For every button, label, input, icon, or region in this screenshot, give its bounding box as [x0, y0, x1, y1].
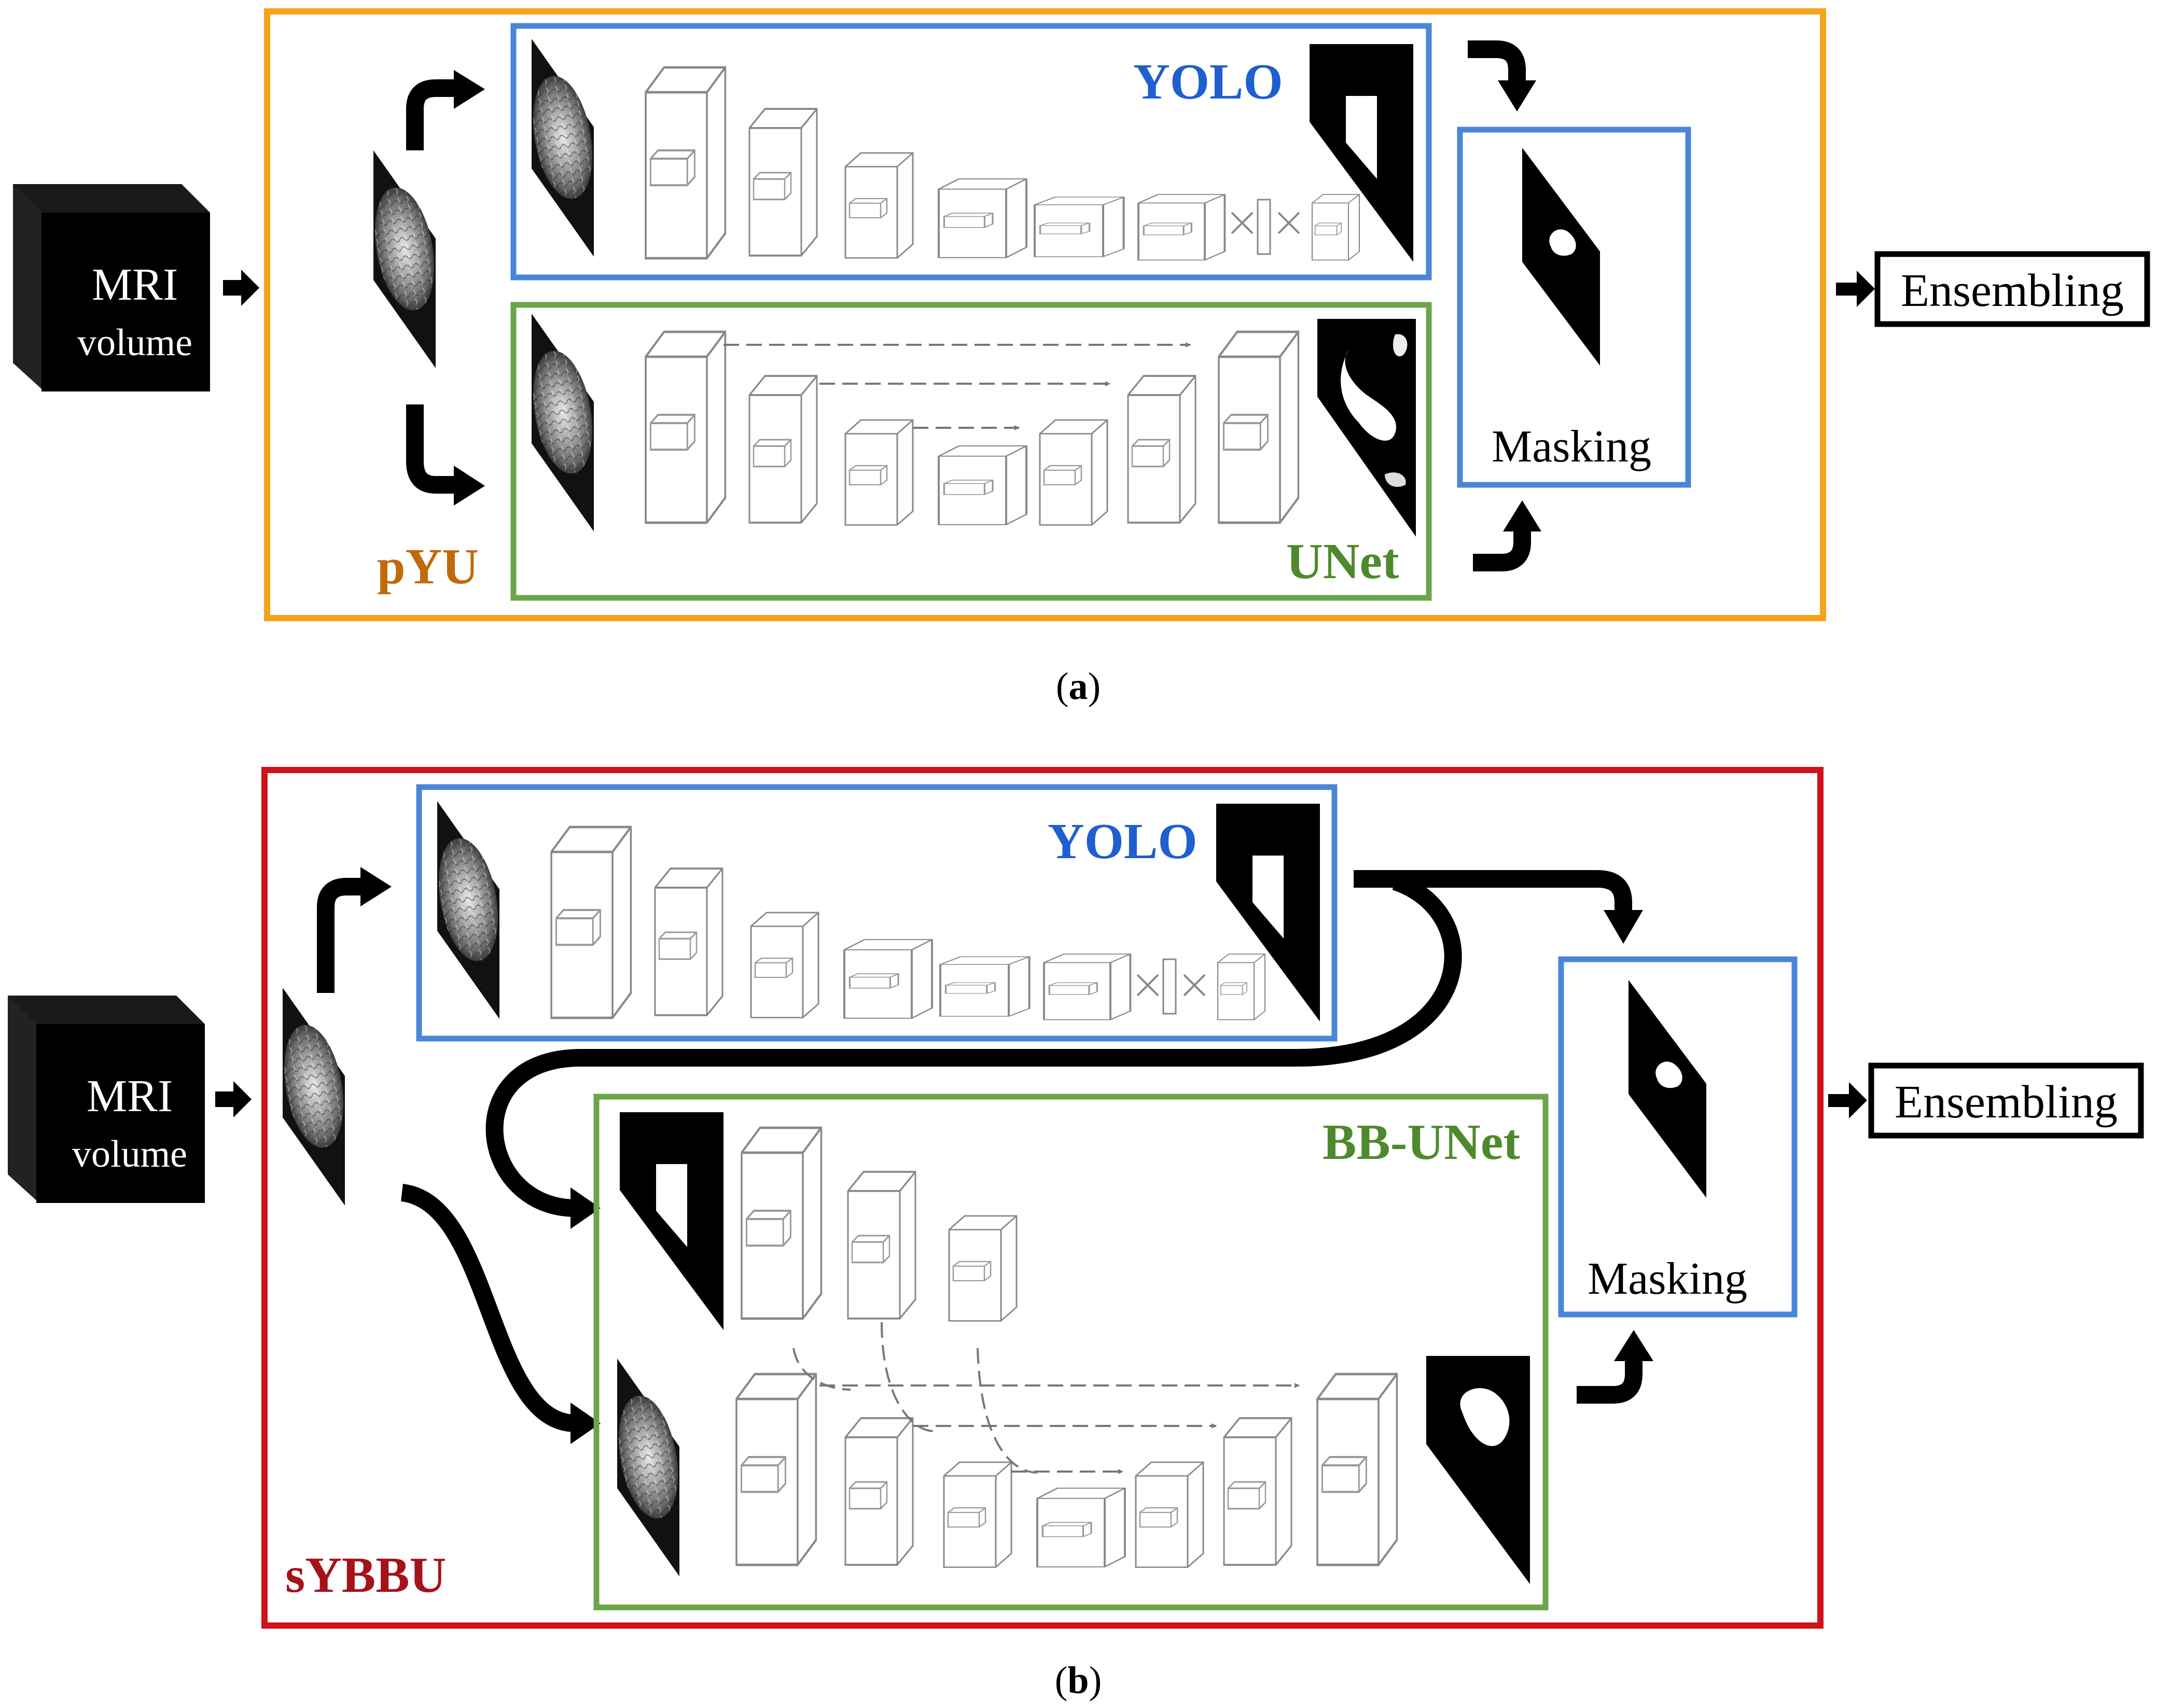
network-layer-block-icon	[1043, 953, 1132, 1021]
bbunet-frame	[593, 1094, 1549, 1611]
network-layer-block-icon	[748, 375, 818, 524]
network-layer-block-icon	[844, 419, 914, 526]
network-layer-block-icon	[1036, 1487, 1126, 1568]
panel-a: MRI volume pYU YOLO UNet	[13, 8, 2150, 708]
masking-frame-b	[1558, 956, 1798, 1318]
flow-arrow-icon	[1828, 1082, 1867, 1118]
network-layer-block-icon	[938, 178, 1027, 259]
flow-arrow-icon	[1836, 271, 1875, 307]
flow-arrow-icon	[406, 404, 456, 494]
flow-arrow-icon	[1354, 870, 1632, 913]
sybbu-frame	[261, 767, 1824, 1629]
network-layer-block-icon	[847, 1171, 916, 1320]
mri-cube-icon: MRI volume	[13, 184, 210, 391]
bbunet-label: BB-UNet	[1323, 1114, 1520, 1170]
network-layer-block-icon	[1311, 193, 1360, 261]
network-layer-block-icon	[1135, 1461, 1204, 1568]
mri-label-line2-b: volume	[72, 1133, 187, 1175]
tumor-mask-icon	[1629, 980, 1706, 1198]
masking-label-a: Masking	[1492, 422, 1651, 472]
network-layer-block-icon	[551, 827, 631, 1018]
network-layer-block-icon	[1039, 419, 1108, 526]
mri-slice-icon	[366, 150, 443, 368]
network-layer-block-icon	[1127, 375, 1196, 524]
network-layer-block-icon	[938, 445, 1027, 526]
flow-arrow-icon	[485, 873, 1462, 1217]
network-layer-block-icon	[939, 956, 1031, 1017]
mri-slice-icon	[524, 39, 602, 257]
network-layer-block-icon	[844, 1417, 914, 1566]
flow-arrow-icon	[1473, 529, 1531, 571]
ensembling-label-a: Ensembling	[1901, 265, 2124, 316]
network-layer-block-icon	[948, 1215, 1018, 1322]
unet-frame	[510, 302, 1432, 601]
panel-b: MRI volume sYBBU YOLO	[8, 767, 2144, 1702]
yolo-frame-b	[416, 784, 1338, 1042]
network-layer-block-icon	[844, 152, 914, 259]
network-layer-block-icon	[646, 67, 725, 258]
flow-arrow-icon	[1577, 1359, 1643, 1404]
ensembling-box-a	[1874, 251, 2150, 327]
network-layer-block-icon	[750, 912, 819, 1018]
masking-label-b: Masking	[1588, 1254, 1747, 1304]
mri-slice-icon	[524, 314, 602, 531]
yolo-label-a: YOLO	[1133, 54, 1283, 110]
mri-label-line2: volume	[77, 321, 192, 364]
unet-label-a: UNet	[1286, 534, 1399, 590]
mri-slice-icon	[609, 1359, 687, 1576]
network-layer-block-icon	[646, 332, 725, 523]
network-layer-block-icon	[736, 1374, 816, 1565]
network-layer-block-icon	[1219, 332, 1298, 523]
network-layer-block-icon	[843, 939, 933, 1019]
network-layer-block-icon	[742, 1128, 821, 1319]
network-layer-block-icon	[1223, 1417, 1292, 1566]
flow-arrow-icon	[1468, 40, 1526, 83]
yolo-label-b: YOLO	[1048, 814, 1198, 870]
sybbu-label: sYBBU	[285, 1547, 446, 1603]
mri-cube-icon: MRI volume	[8, 996, 205, 1203]
flow-arrow-icon	[406, 79, 456, 150]
mri-slice-icon	[275, 988, 353, 1206]
flow-arrow-icon	[215, 1081, 252, 1117]
flow-arrow-icon	[400, 1184, 577, 1432]
pyu-label: pYU	[377, 539, 479, 595]
caption-a: (a)	[1056, 665, 1101, 708]
yolo-frame	[510, 23, 1432, 281]
ensembling-box-b	[1868, 1062, 2144, 1139]
network-layer-block-icon	[1317, 1374, 1397, 1565]
network-layer-block-icon	[654, 867, 723, 1016]
mri-label-line1: MRI	[92, 260, 178, 310]
mri-slice-icon	[429, 801, 507, 1019]
flow-arrow-icon	[317, 878, 363, 993]
mri-label-line1-b: MRI	[87, 1071, 173, 1122]
caption-b: (b)	[1055, 1659, 1102, 1702]
network-layer-block-icon	[1137, 193, 1226, 261]
ensembling-label-b: Ensembling	[1895, 1076, 2118, 1128]
tumor-mask-icon	[1522, 148, 1600, 366]
masking-frame-a	[1457, 127, 1691, 488]
tumor-mask-icon	[1426, 1356, 1530, 1584]
flow-arrow-icon	[223, 270, 259, 306]
tumor-mask-icon	[1317, 319, 1416, 537]
network-layer-block-icon	[748, 108, 818, 257]
network-layer-block-icon	[1217, 953, 1266, 1020]
network-layer-block-icon	[1034, 196, 1125, 258]
bounding-box-mask-icon	[620, 1112, 723, 1330]
network-layer-block-icon	[943, 1461, 1012, 1568]
pyu-frame	[264, 8, 1826, 621]
